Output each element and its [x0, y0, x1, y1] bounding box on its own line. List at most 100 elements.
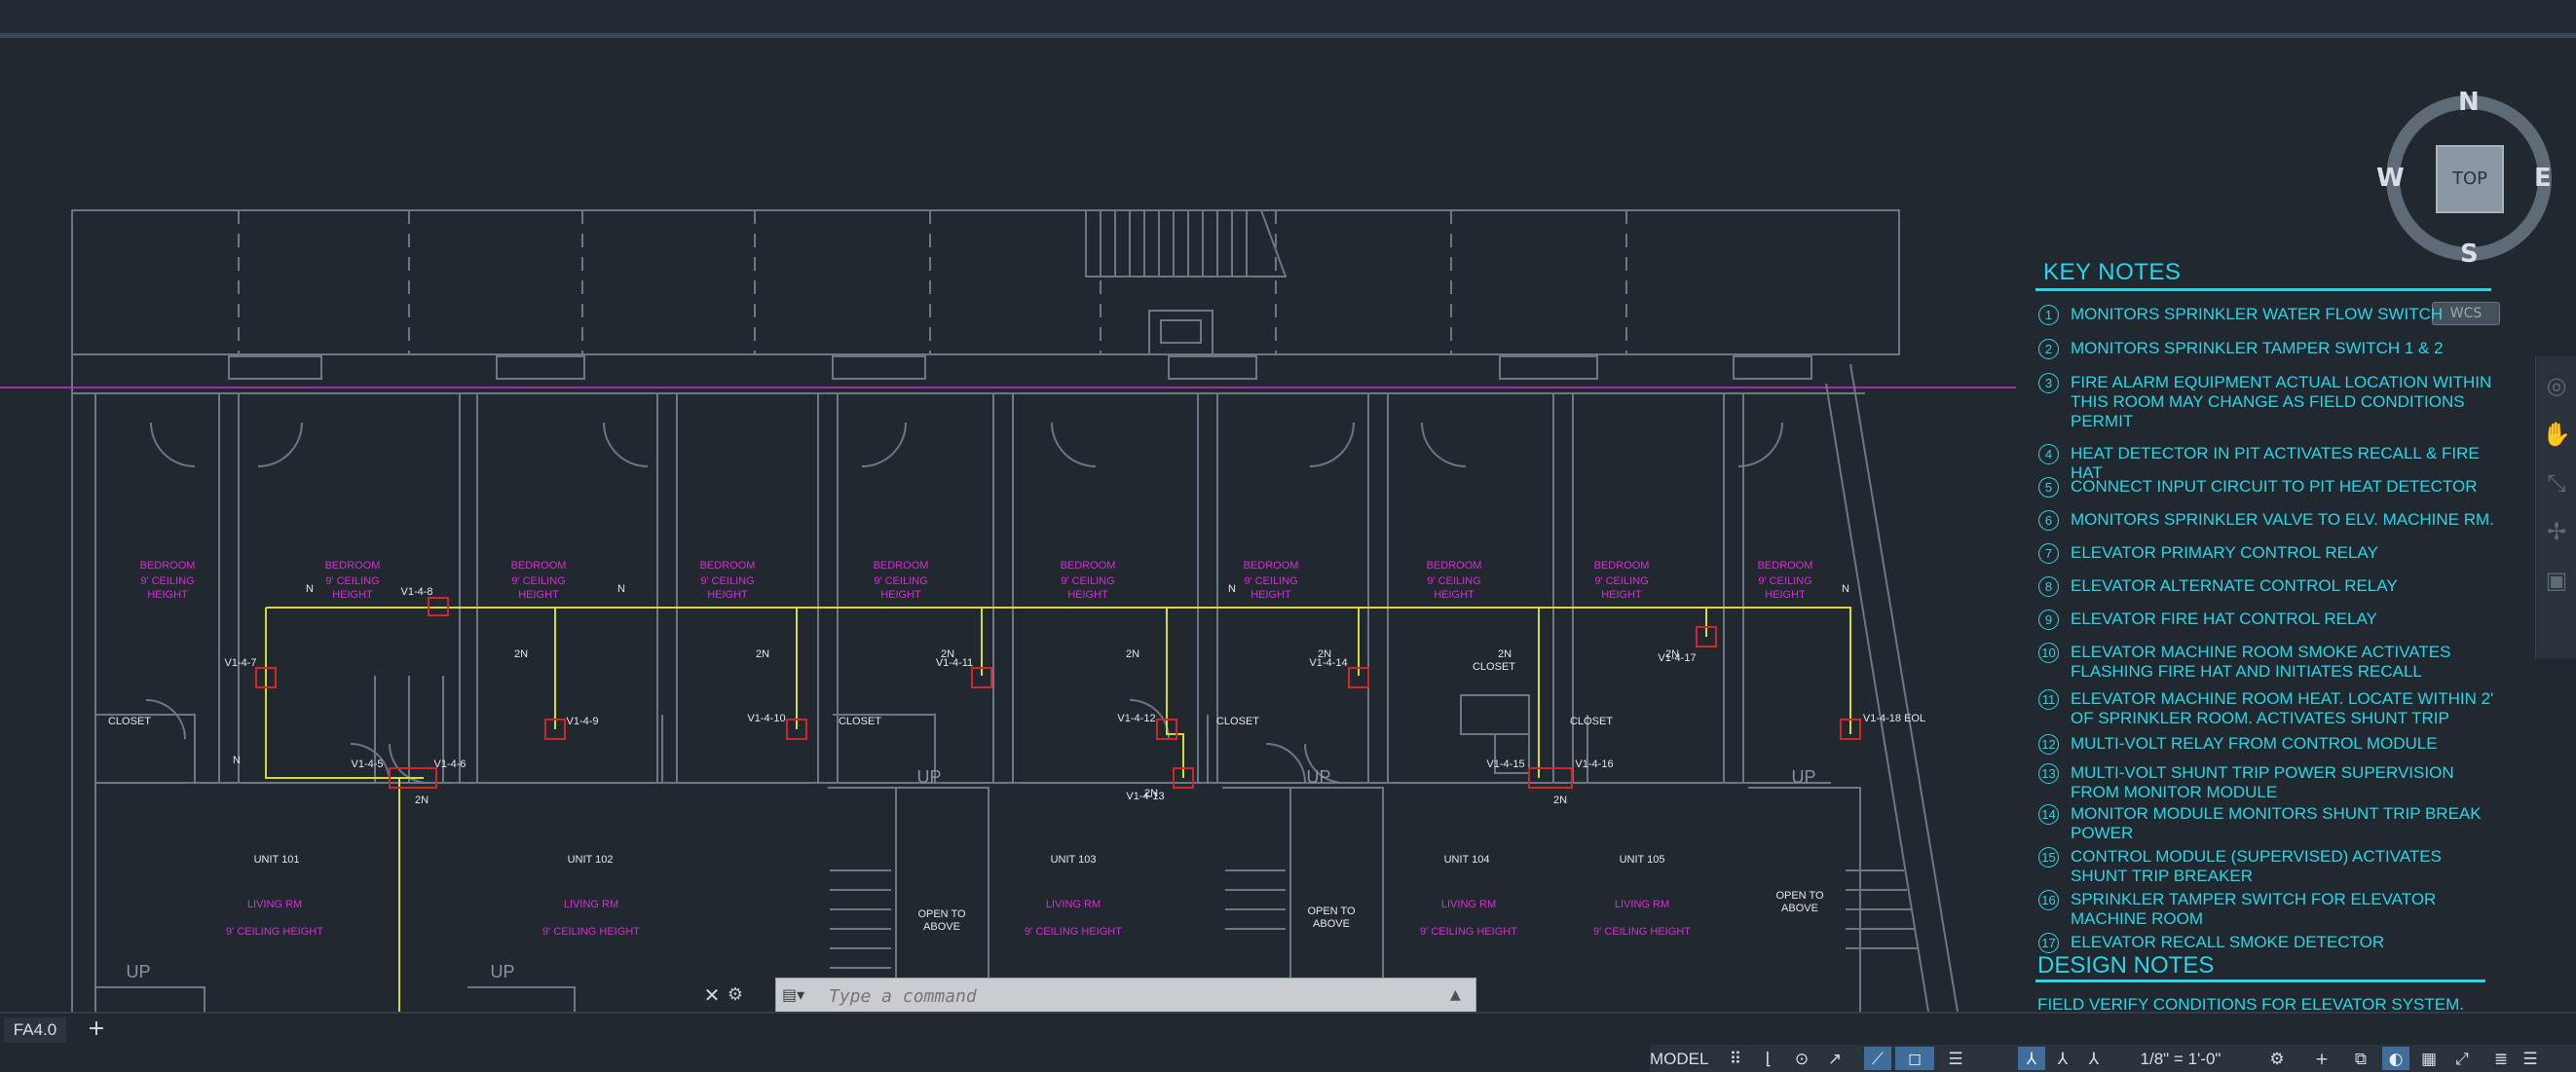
two-n-tag: 2N	[756, 648, 769, 660]
note-number: 9	[2038, 610, 2059, 630]
device-v1-4-14[interactable]	[1348, 667, 1369, 688]
device-v1-4-11[interactable]	[971, 667, 992, 688]
snap-icon[interactable]: ⌊	[1765, 1050, 1773, 1069]
bedroom-label: BEDROOM	[511, 560, 567, 572]
compass-ring	[2386, 95, 2552, 261]
viewcube-compass[interactable]: N S E W TOP	[2376, 86, 2561, 271]
note-text: MULTI-VOLT RELAY FROM CONTROL MODULE	[2071, 734, 2438, 753]
polar-icon[interactable]: ↗	[1827, 1050, 1843, 1069]
note-text: HEAT DETECTOR IN PIT ACTIVATES RECALL & …	[2071, 444, 2480, 482]
open-to-above-label: ABOVE	[923, 921, 960, 933]
device-v1-4-15-16[interactable]	[1528, 767, 1573, 789]
height-label: HEIGHT	[1067, 589, 1108, 601]
unit-label: UNIT 102	[568, 854, 614, 866]
bedroom-label: BEDROOM	[700, 560, 756, 572]
device-v1-4-13[interactable]	[1173, 767, 1194, 789]
gear-icon[interactable]: ⚙	[2269, 1050, 2285, 1069]
full-screen-icon[interactable]: ⤢	[2455, 1050, 2469, 1069]
plus-icon[interactable]: +	[2314, 1050, 2330, 1069]
viewcube-top-face[interactable]: TOP	[2436, 145, 2504, 213]
chevron-up-icon[interactable]: ▲	[1450, 987, 1461, 1003]
lower-stairs	[95, 986, 576, 1012]
close-icon[interactable]: ✕	[703, 983, 721, 1007]
note-text: CONNECT INPUT CIRCUIT TO PIT HEAT DETECT…	[2071, 477, 2478, 496]
open-to-above-label: OPEN TO	[917, 908, 966, 920]
note-number: 14	[2038, 804, 2059, 825]
device-v1-4-7[interactable]	[255, 667, 277, 688]
hardware-acceleration-icon[interactable]: ◐	[2382, 1047, 2409, 1070]
steering-wheel-icon[interactable]: ◎	[2546, 372, 2567, 399]
ceiling-label: 9' CEILING	[1244, 575, 1297, 587]
compass-south[interactable]: S	[2460, 240, 2479, 269]
tab-fa4-0[interactable]: FA4.0	[4, 1017, 66, 1043]
note-text: MONITORS SPRINKLER TAMPER SWITCH 1 & 2	[2071, 339, 2444, 357]
height-label: HEIGHT	[147, 589, 188, 601]
osnap-icon[interactable]: ⟋	[1864, 1047, 1891, 1070]
zoom-icon[interactable]: ⤡	[2547, 469, 2566, 497]
note-number: 16	[2038, 890, 2059, 910]
grid-icon[interactable]: ⠿	[1729, 1050, 1742, 1069]
command-history-icon[interactable]: ▤▾	[782, 985, 805, 1004]
right-inner-wall	[1825, 383, 1929, 1012]
note-text: FIRE ALARM EQUIPMENT ACTUAL LOCATION WIT…	[2071, 373, 2492, 430]
height-label: HEIGHT	[332, 589, 373, 601]
annotation-scale-menu[interactable]: 1/8" = 1'-0"	[2140, 1050, 2221, 1068]
device-v1-4-8[interactable]	[428, 597, 449, 616]
wrench-icon[interactable]: ⚙	[727, 984, 744, 1005]
device-tag: V1-4-8	[400, 586, 432, 598]
device-v1-4-5-6[interactable]	[389, 767, 437, 789]
add-layout-icon[interactable]: +	[87, 1017, 106, 1041]
model-space-button[interactable]: MODEL	[1650, 1050, 1709, 1068]
unit-label: UNIT 101	[254, 854, 300, 866]
branch-drops	[554, 608, 1707, 778]
ceiling-label: 9' CEILING	[511, 575, 565, 587]
command-input[interactable]	[827, 982, 1415, 1010]
two-n-tag: 2N	[1318, 648, 1331, 660]
living-label: LIVING RM	[1441, 899, 1496, 910]
orbit-icon[interactable]: ✢	[2546, 518, 2567, 545]
living-label: LIVING RM	[247, 899, 302, 910]
device-tag: V1-4-17	[1658, 652, 1696, 664]
unit-label: UNIT 104	[1444, 854, 1490, 866]
compass-east[interactable]: E	[2534, 164, 2552, 193]
device-v1-4-10[interactable]	[786, 719, 807, 740]
device-v1-4-12[interactable]	[1156, 719, 1177, 740]
isolate-icon[interactable]: ⧉	[2354, 1050, 2368, 1069]
customize-icon[interactable]: ≣	[2493, 1050, 2509, 1069]
north-tag: N	[617, 583, 625, 595]
two-n-tag: 2N	[1144, 788, 1158, 799]
bedroom-label: BEDROOM	[1244, 560, 1299, 572]
pan-icon[interactable]: ✋	[2542, 421, 2571, 448]
drawing-canvas[interactable]: BEDROOM 9' CEILING HEIGHT BEDROOM 9' CEI…	[0, 33, 2576, 1014]
note-text: ELEVATOR MACHINE ROOM SMOKE ACTIVATES FL…	[2071, 643, 2451, 681]
device-v1-4-9[interactable]	[544, 719, 566, 740]
otrack-icon[interactable]: ◻	[1895, 1047, 1934, 1070]
wcs-menu[interactable]: WCS	[2432, 302, 2500, 325]
note-text: CONTROL MODULE (SUPERVISED) ACTIVATES SH…	[2071, 847, 2442, 885]
autoscale-icon[interactable]: ⅄	[2057, 1050, 2069, 1069]
annotation-visibility-icon[interactable]: ⅄	[2018, 1047, 2045, 1070]
clean-screen-icon[interactable]: ▦	[2420, 1050, 2438, 1069]
note-number: 3	[2038, 373, 2059, 393]
device-v1-4-18[interactable]	[1840, 719, 1861, 740]
main-circuit-run	[266, 607, 1851, 734]
lineweight-icon[interactable]: ☰	[1948, 1050, 1963, 1069]
north-tag: N	[1228, 583, 1236, 595]
living-ceiling-label: 9' CEILING HEIGHT	[542, 926, 640, 938]
device-v1-4-17[interactable]	[1696, 626, 1717, 647]
note-number: 1	[2038, 305, 2059, 325]
showmotion-icon[interactable]: ▣	[2545, 567, 2568, 594]
note-text: MONITORS SPRINKLER WATER FLOW SWITCH	[2071, 305, 2444, 323]
two-n-tag: 2N	[1553, 795, 1567, 806]
menu-icon[interactable]: ☰	[2522, 1050, 2538, 1069]
ceiling-label: 9' CEILING	[140, 575, 194, 587]
note-text: ELEVATOR PRIMARY CONTROL RELAY	[2071, 543, 2378, 562]
infer-icon[interactable]: ⊙	[1794, 1050, 1810, 1069]
north-tag: N	[306, 583, 314, 595]
compass-north[interactable]: N	[2458, 88, 2480, 117]
height-label: HEIGHT	[1601, 589, 1642, 601]
device-tag: V1-4-6	[433, 758, 466, 770]
annotation-scale-icon[interactable]: ⅄	[2088, 1050, 2100, 1069]
compass-west[interactable]: W	[2376, 164, 2405, 193]
closet-label: CLOSET	[839, 716, 881, 727]
